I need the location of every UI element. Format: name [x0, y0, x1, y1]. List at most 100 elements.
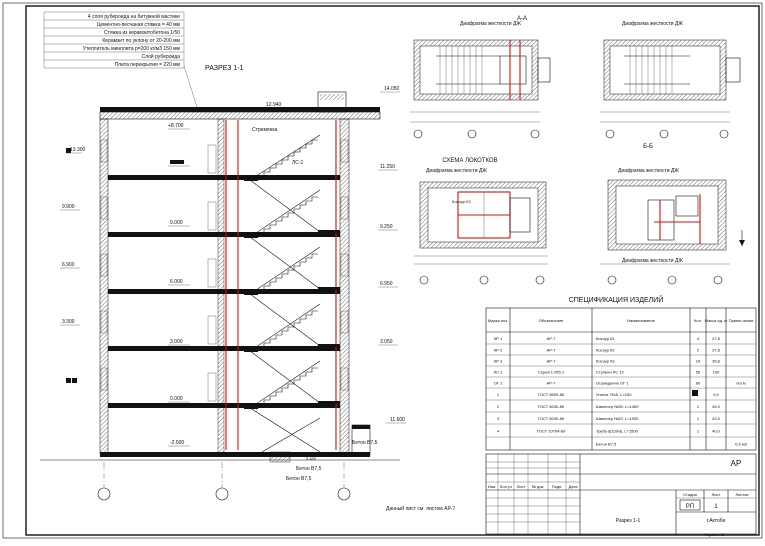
spec-cell: Швеллер №30, L=1400 [596, 404, 639, 409]
spec-cell: Бетон В7,5 [596, 441, 617, 446]
stamp-col: Подп. [552, 484, 563, 489]
spec-header: Кол. [694, 318, 702, 323]
stamp-city: г.Актобе [707, 518, 726, 524]
level-mark: 0.000 [170, 396, 183, 402]
plan-note: Диафрагма жесткости ДЖ [622, 21, 683, 27]
spec-cell: КР 1 [494, 336, 503, 341]
level-mark: 3.300 [62, 319, 75, 325]
spec-cell: 27,8 [712, 336, 721, 341]
layer-note: Утеплитель минплита р=200 кг/м3 150 мм [83, 46, 181, 52]
spec-cell: 1 [497, 392, 500, 397]
spec-cell: 35,6 [712, 358, 721, 363]
level-mark: 3.050 [380, 339, 393, 345]
spec-cell: Ступени ЛС 12 [596, 369, 625, 374]
spec-cell: Ограждение ОГ 1 [596, 380, 629, 385]
plan-title: А-А [517, 16, 527, 22]
right-level-marks: 14.050 12.940 11.250 9.250 6.950 3.050 1… [266, 86, 406, 424]
title-block: Изм. Кол.уч Лист № док. Подп. Дата АР Ст… [485, 453, 757, 537]
spec-cell: Косоур К2 [596, 347, 615, 352]
spec-cell: 45,0 [712, 404, 721, 409]
footer-note: Данный лист см. листом АР-7 [386, 505, 455, 512]
stamp-col: Лист [517, 484, 526, 489]
spec-cell: ГОСТ 8240-89 [538, 404, 565, 409]
stamp-sheets-label: Листов [736, 492, 749, 497]
level-mark: -2.500 [170, 440, 184, 446]
spec-cell: 1 [697, 416, 700, 421]
wall-label: Стремянка [252, 127, 278, 133]
spec-cell: КР 3 [494, 358, 503, 363]
spec-cell: Уголок 75х5, L=150 [596, 392, 632, 397]
stamp-sheet: 1 [714, 504, 718, 510]
left-level-marks: 13.300 9.900 6.900 3.300 [60, 147, 86, 383]
spec-cell: АР-7 [547, 380, 557, 385]
plan-a-a: А-А Диафрагма жесткости ДЖ [410, 16, 551, 139]
concrete-label: Бетон В7,5 [296, 466, 322, 472]
stamp-col: Дата [569, 484, 579, 489]
spec-cell: 60 [696, 380, 701, 385]
spec-cell: АР-7 [547, 358, 557, 363]
spec-cell: 0,6 м3 [735, 441, 747, 446]
spec-cell: ОГ 1 [494, 380, 503, 385]
spec-cell: 3 [497, 416, 500, 421]
outer-frame [2, 2, 763, 539]
level-mark: 6.950 [380, 281, 393, 287]
plan-note: Диафрагма жесткости ДЖ [622, 258, 683, 264]
level-mark: 6.000 [170, 279, 183, 285]
level-mark: 13.300 [70, 147, 86, 153]
spec-cell: 4 [697, 336, 700, 341]
level-mark: 6.900 [62, 262, 75, 268]
level-mark: 9.000 [170, 220, 183, 226]
stamp-format: Формат А3 [704, 532, 725, 537]
spec-header: Масса ед. кг [705, 318, 728, 323]
level-mark: 9.250 [380, 224, 393, 230]
spec-cell: 16 [696, 358, 701, 363]
stamp-sheet-title: Разрез 1-1 [616, 518, 641, 524]
spec-cell: Серия 1.055.1 [538, 369, 565, 374]
level-mark: 14.050 [384, 86, 400, 92]
level-mark: 12.940 [266, 102, 282, 108]
spec-cell: 27,8 [712, 347, 721, 352]
stamp-sheet-label: Лист [712, 492, 721, 497]
layer-note: Плита перекрытия = 220 мм [115, 62, 181, 68]
level-mark: 9.900 [62, 204, 75, 210]
specification-table: СПЕЦИФИКАЦИЯ ИЗДЕЛИЙ Марка поз. Обозначе… [485, 295, 757, 451]
spec-cell: 4 [497, 428, 500, 433]
layer-note: Цементно-песчаная стяжка = 40 мм [97, 22, 181, 28]
spec-cell: 100 [713, 369, 720, 374]
layer-note: Слой рубероида [142, 53, 181, 60]
layer-note: Керамзит по уклону от 20-200 мм [102, 38, 180, 44]
stamp-code: АР [731, 459, 742, 468]
spec-cell: пог.м [736, 380, 745, 385]
plan-note: Диафрагма жесткости ДЖ [618, 168, 679, 174]
level-mark: 3.000 [170, 339, 183, 345]
spec-cell: Труба ф159х6, L=1500 [596, 428, 639, 433]
plan-note: Диафрагма жесткости ДЖ [426, 168, 487, 174]
stair-label: ЛС-1 [292, 160, 304, 166]
spec-header: Марка поз. [488, 318, 508, 323]
spec-cell: 0,9 [713, 392, 719, 397]
plan-title: Б-Б [643, 144, 653, 150]
ground-label: Бетон В7,5 [352, 440, 378, 446]
plan-b-b: Б-Б Диафрагма жесткости ДЖ Диафрагма жес… [600, 144, 745, 285]
level-mark: 11.600 [390, 417, 405, 423]
scheme-label: Косоур КЗ [452, 199, 471, 204]
spec-cell: Косоур К3 [596, 358, 615, 363]
level-mark: 11.250 [380, 164, 395, 170]
spec-cell: 2 [697, 347, 700, 352]
spec-cell: Косоур К1 [596, 336, 615, 341]
stamp-stage: РП [686, 504, 694, 510]
stamp-col: Кол.уч [500, 484, 512, 489]
plan-2: Диафрагма жесткости ДЖ [600, 21, 741, 139]
spec-cell: 2 [497, 404, 500, 409]
level-mark: +8.700 [168, 123, 184, 129]
spec-cell: 1 [697, 428, 700, 433]
spec-header: Наименование [627, 318, 656, 323]
spec-cell: ГОСТ 8509-86 [538, 392, 565, 397]
spec-cell: 42,0 [712, 416, 721, 421]
axis-bubble [337, 487, 351, 501]
spec-cell: КР 2 [494, 347, 503, 352]
spec-cell: ГОСТ 8240-89 [538, 416, 565, 421]
section-title: РАЗРЕЗ 1-1 [205, 65, 244, 72]
roof-layers-callout: 4 слоя рубероида на битумной мастике Цем… [43, 11, 199, 111]
